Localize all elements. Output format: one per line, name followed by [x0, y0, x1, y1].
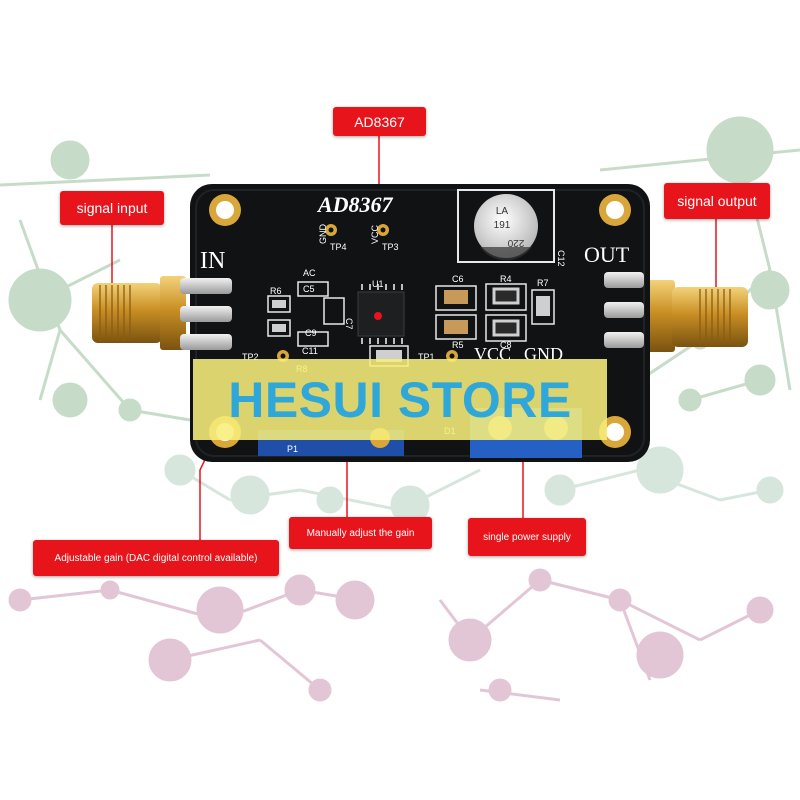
pcb-out-label: OUT — [584, 242, 630, 267]
c8-label: C8 — [500, 340, 512, 350]
network-background-mid — [164, 446, 784, 525]
chip-callout: AD8367 — [333, 107, 426, 136]
adjustable-gain-callout: Adjustable gain (DAC digital control ava… — [33, 540, 279, 576]
manual-gain-callout: Manually adjust the gain — [289, 517, 432, 549]
tp3-label: TP3 — [382, 242, 399, 252]
tp4-pin-label: GND — [318, 224, 328, 245]
tp1-label: TP1 — [418, 352, 435, 362]
c5-label: C5 — [303, 284, 315, 294]
store-watermark: HESUI STORE — [193, 359, 607, 440]
c9-label: C9 — [305, 328, 317, 338]
c11-label: C11 — [302, 346, 318, 356]
ad8367-chip — [357, 284, 405, 344]
tp4-label: TP4 — [330, 242, 347, 252]
edge-pads — [180, 272, 644, 350]
tp3-pin-label: VCC — [370, 224, 380, 244]
r6-label: R6 — [270, 286, 282, 296]
c12-label: C12 — [556, 250, 566, 267]
sma-output-connector — [645, 280, 748, 352]
pcb-title-text: AD8367 — [316, 192, 394, 217]
power-supply-callout: single power supply — [468, 518, 586, 556]
ac-label: AC — [303, 268, 316, 278]
capacitor-marking-line1: LA — [496, 206, 509, 217]
r7-label: R7 — [537, 278, 549, 288]
sma-input-connector — [92, 276, 186, 350]
tp2-label: TP2 — [242, 352, 259, 362]
c7-label: C7 — [344, 318, 354, 330]
p1-label: P1 — [287, 444, 298, 454]
electrolytic-capacitor — [457, 189, 555, 263]
network-background — [0, 116, 800, 422]
network-background-lower — [8, 568, 774, 702]
r5-label: R5 — [452, 340, 464, 350]
c6-label: C6 — [452, 274, 464, 284]
signal-input-callout: signal input — [60, 191, 164, 225]
pcb-in-label: IN — [200, 248, 225, 274]
capacitor-marking-line2: 191 — [494, 220, 511, 231]
capacitor-marking-line3: 220 — [507, 237, 524, 248]
u1-label: U1 — [372, 279, 384, 289]
r4-label: R4 — [500, 274, 512, 284]
signal-output-callout: signal output — [664, 183, 770, 219]
